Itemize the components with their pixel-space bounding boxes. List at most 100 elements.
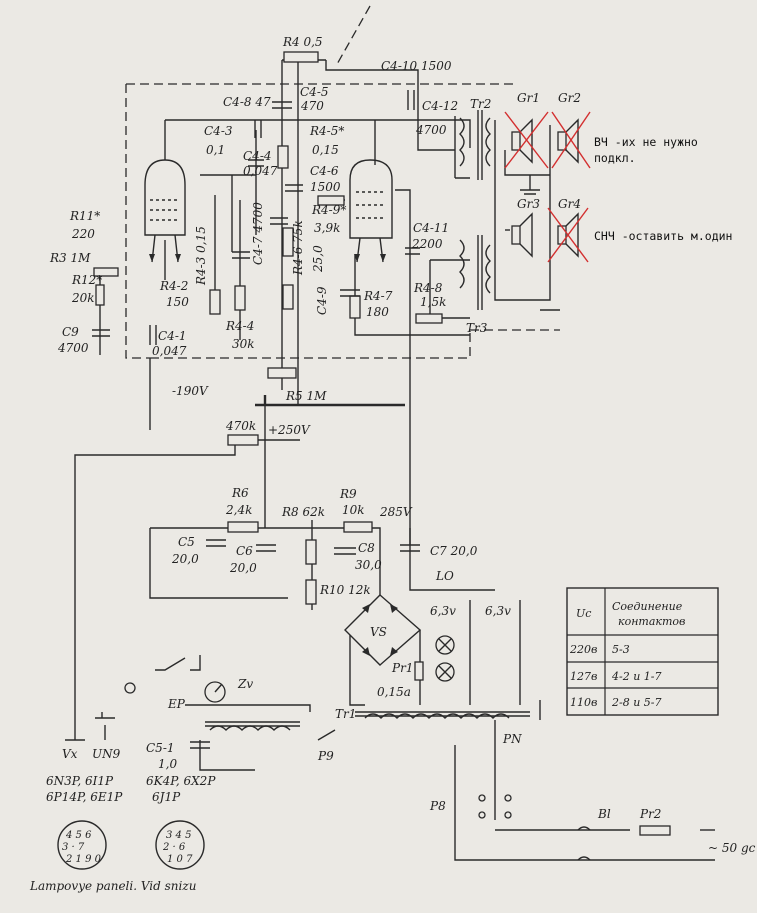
label-zv: Zv: [237, 677, 253, 691]
svg-text:1 0 7: 1 0 7: [167, 854, 193, 865]
label-lamp-left2: 6P14P, 6E1P: [46, 790, 123, 804]
label-lamp-right: 6K4P, 6X2P: [146, 774, 216, 788]
label-c5: C5: [178, 535, 195, 549]
label-p8: P8: [429, 799, 446, 813]
label-v285: 285V: [379, 505, 413, 519]
label-c48: C4-8 47: [223, 95, 271, 109]
label-r47: R4-7: [363, 289, 393, 303]
label-gr2: Gr2: [558, 91, 581, 105]
label-c45-val: 470: [300, 99, 324, 113]
tube-v1: [144, 159, 186, 263]
label-r9: R9: [339, 487, 357, 501]
chassis-outline: [125, 83, 560, 359]
label-r11: R11*: [69, 209, 100, 223]
label-r12-val: 20k: [71, 291, 95, 305]
label-pr1: Pr1: [391, 661, 413, 675]
table-header-uc: Uc: [576, 607, 591, 620]
label-r49-val: 3,9k: [314, 221, 340, 235]
label-r47-val: 180: [366, 305, 389, 319]
label-r12: R12*: [71, 273, 102, 287]
label-c44-val: 0,047: [243, 164, 278, 178]
label-r45: R4-5*: [309, 124, 344, 138]
label-r6-val: 2,4k: [225, 503, 252, 517]
label-c49: C4-9: [315, 286, 329, 315]
label-tr2: Tr2: [470, 97, 491, 111]
svg-text:3 · 7: 3 · 7: [62, 842, 85, 853]
label-c8: C8: [358, 541, 375, 555]
label-c43: C4-3: [204, 124, 233, 138]
label-r8: R8 62k: [281, 505, 325, 519]
tube-v2: [349, 159, 393, 263]
label-lamp-left: 6N3P, 6I1P: [46, 774, 114, 788]
label-gr4: Gr4: [558, 197, 581, 211]
label-mains: ~ 50 gc: [708, 841, 756, 855]
label-pn: PN: [502, 732, 522, 746]
grounds: [65, 189, 540, 741]
pointer-line: [335, 5, 371, 67]
label-c51: C5-1: [146, 741, 175, 755]
label-pr1-val: 0,15a: [377, 685, 411, 699]
label-pr2: Pr2: [639, 807, 661, 821]
label-c7: C7 20,0: [430, 544, 478, 558]
label-c46-val: 1500: [310, 180, 341, 194]
label-r44: R4-4: [225, 319, 254, 333]
note-hf-2: подкл.: [594, 151, 636, 165]
label-c6: C6: [236, 544, 253, 558]
annotations: ВЧ -их не нужно подкл. СНЧ -оставить м.о…: [594, 135, 732, 243]
label-c412: C4-12: [422, 99, 458, 113]
label-c411: C4-11: [413, 221, 449, 235]
label-r48: R4-8: [413, 281, 443, 295]
label-c412-val: 4700: [415, 123, 447, 137]
table-header-connection: Соединение: [612, 600, 683, 613]
table-row-c: 2-8 и 5-7: [611, 696, 662, 709]
table-row-c: 5-3: [612, 643, 630, 656]
label-c46: C4-6: [310, 164, 339, 178]
label-tr3: Tr3: [466, 321, 488, 335]
bridge-rectifier: [344, 594, 422, 666]
label-ep: EP: [167, 697, 186, 711]
table-row-u: 127в: [570, 670, 597, 683]
svg-text:2 1 9 0: 2 1 9 0: [65, 854, 102, 865]
label-r4: R4 0,5: [282, 35, 323, 49]
label-c45: C4-5: [300, 85, 329, 99]
label-r5: R5 1M: [285, 389, 327, 403]
label-c410: C4-10 1500: [381, 59, 452, 73]
label-v250: +250V: [268, 423, 311, 437]
table-row-u: 220в: [569, 643, 597, 656]
label-lo: LO: [435, 569, 454, 583]
label-r43: R4-3 0,15: [194, 226, 208, 286]
label-v63b: 6,3v: [485, 604, 511, 618]
label-r10: R10 12k: [319, 583, 371, 597]
capacitors: [92, 90, 420, 749]
label-v63a: 6,3v: [430, 604, 456, 618]
resistors: [93, 51, 671, 836]
speakers: [504, 111, 591, 263]
transformers: [205, 110, 530, 731]
label-r44-val: 30k: [232, 337, 255, 351]
label-c9-val: 4700: [57, 341, 89, 355]
note-lf: СНЧ -оставить м.один: [594, 229, 732, 243]
label-r42-val: 150: [166, 295, 189, 309]
label-tr1: Tr1: [335, 707, 356, 721]
table-header-contacts: контактов: [618, 615, 685, 628]
label-r46: R4-6 75k: [291, 220, 305, 276]
table-row-u: 110в: [570, 696, 597, 709]
switches: [124, 655, 591, 861]
label-p9: P9: [317, 749, 334, 763]
label-c5-val: 20,0: [171, 552, 199, 566]
label-panels: Lampovye paneli. Vid snizu: [29, 879, 196, 893]
voltage-table: Uc Соединение контактов 220в 5-3 127в 4-…: [566, 587, 719, 716]
tube-sockets: 4 5 6 3 · 7 2 1 9 0 3 4 5 2 · 6 1 0 7: [57, 820, 205, 870]
label-c51-val: 1,0: [158, 757, 177, 771]
label-c41: C4-1: [158, 329, 187, 343]
svg-text:4 5 6: 4 5 6: [65, 830, 92, 841]
label-r9-val: 10k: [342, 503, 365, 517]
label-vs: VS: [370, 625, 387, 639]
label-c47: C4-7 4700: [251, 202, 265, 265]
label-r6: R6: [231, 486, 249, 500]
table-row-c: 4-2 и 1-7: [611, 670, 662, 683]
label-vx: Vx: [62, 747, 78, 761]
label-bl: Bl: [597, 807, 611, 821]
